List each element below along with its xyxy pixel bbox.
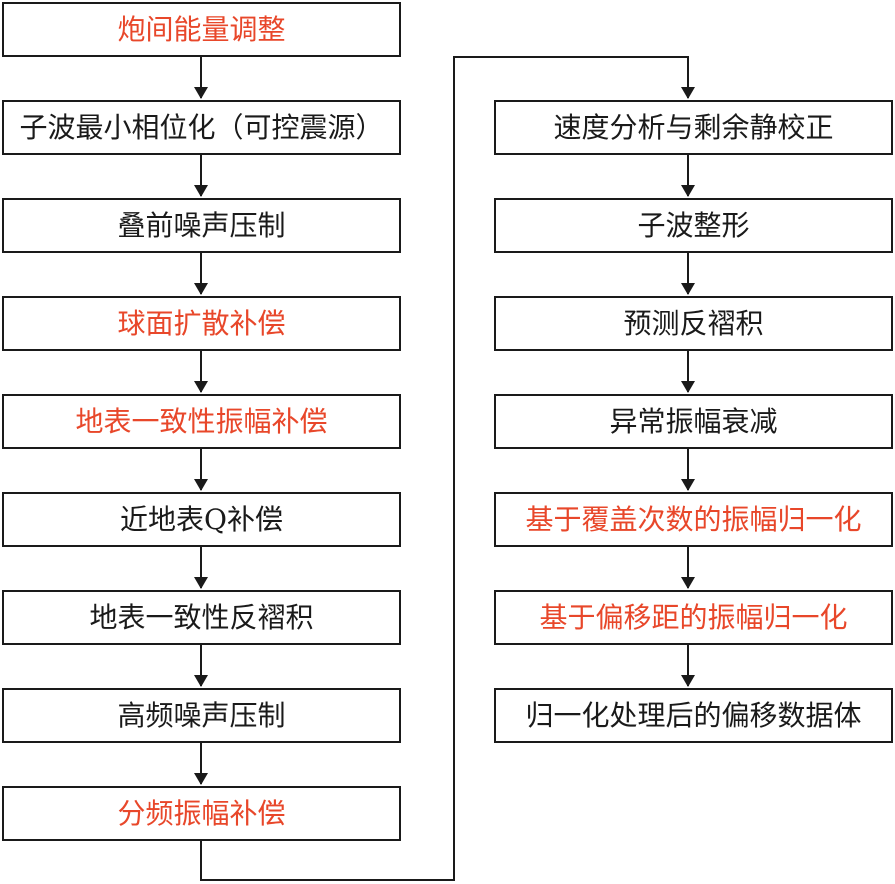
step-surface-consistent-deconvolution: 地表一致性反褶积 (2, 590, 401, 645)
step-prestack-noise-suppression: 叠前噪声压制 (2, 198, 401, 253)
step-near-surface-q-compensation: 近地表Q补偿 (2, 492, 401, 547)
step-velocity-analysis-residual-statics: 速度分析与剩余静校正 (494, 100, 893, 155)
step-surface-consistent-amplitude: 地表一致性振幅补偿 (2, 394, 401, 449)
step-wavelet-min-phase: 子波最小相位化（可控震源） (2, 100, 401, 155)
step-fold-based-amplitude-normalization: 基于覆盖次数的振幅归一化 (494, 492, 893, 547)
step-abnormal-amplitude-attenuation: 异常振幅衰减 (494, 394, 893, 449)
step-high-frequency-noise-suppression: 高频噪声压制 (2, 688, 401, 743)
step-predictive-deconvolution: 预测反褶积 (494, 296, 893, 351)
step-frequency-division-amplitude: 分频振幅补偿 (2, 786, 401, 841)
step-offset-based-amplitude-normalization: 基于偏移距的振幅归一化 (494, 590, 893, 645)
step-spherical-divergence-compensation: 球面扩散补偿 (2, 296, 401, 351)
step-normalized-migration-volume: 归一化处理后的偏移数据体 (494, 688, 893, 743)
step-shot-energy-adjustment: 炮间能量调整 (2, 2, 401, 57)
step-wavelet-shaping: 子波整形 (494, 198, 893, 253)
column-connector-arrow (200, 56, 695, 881)
